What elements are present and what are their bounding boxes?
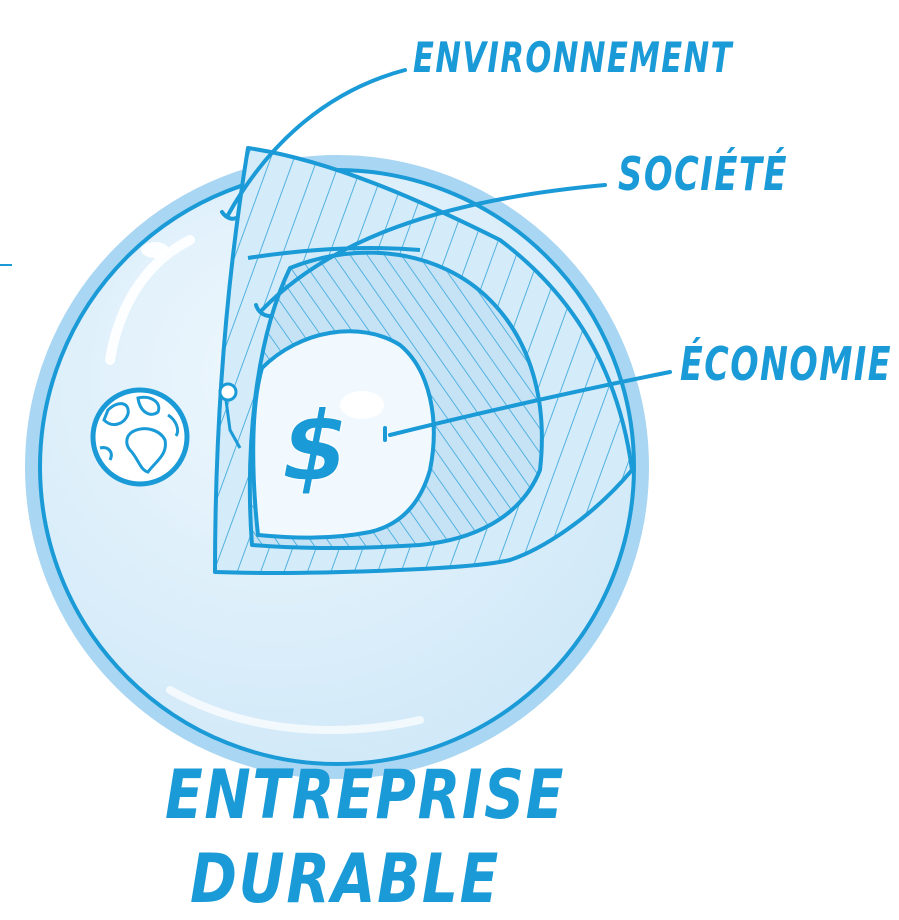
environnement-leader: [226, 68, 407, 217]
economy-core: [251, 329, 436, 540]
figure-detail: [218, 382, 242, 449]
economie-leader: [388, 370, 672, 437]
societe-leader: [260, 183, 607, 312]
label-economie: ÉCONOMIE: [680, 337, 892, 391]
earth-globe-icon: [90, 387, 190, 487]
title-line-1: ENTREPRISE: [165, 756, 565, 835]
label-environnement: ENVIRONNEMENT: [413, 33, 734, 82]
leader-lines: [220, 68, 672, 442]
dollar-sign-icon: $: [282, 391, 351, 503]
label-societe: SOCIÉTÉ: [618, 147, 788, 201]
title-line-2: DURABLE: [190, 840, 500, 919]
